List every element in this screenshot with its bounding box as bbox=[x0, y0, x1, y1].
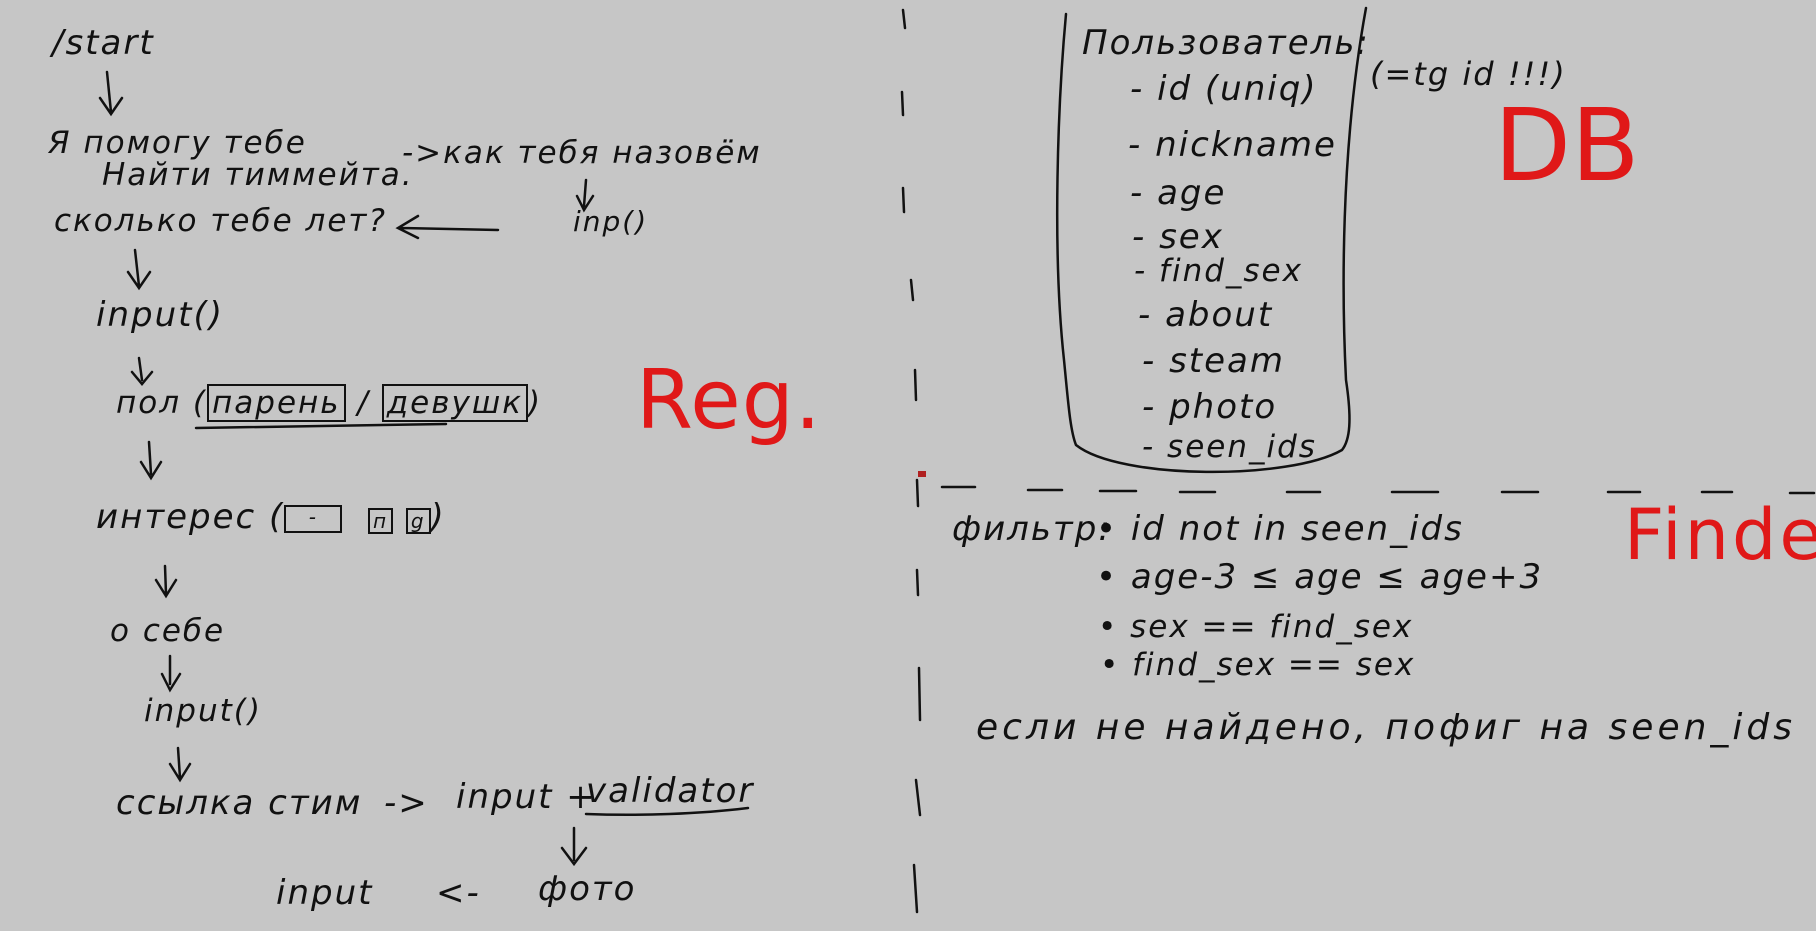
fallback-note: если не найдено, пофиг на seen_ids bbox=[976, 707, 1797, 748]
db-field-nickname: - nickname bbox=[1128, 125, 1337, 165]
ask-age: сколько тебе лет? bbox=[54, 203, 387, 239]
arrow-name-down bbox=[575, 178, 595, 213]
intro-line-2: Найти тиммейта. bbox=[102, 157, 414, 193]
inp-call: inp() bbox=[573, 205, 649, 238]
vertical-divider bbox=[900, 8, 922, 914]
arrow-start-down bbox=[98, 70, 124, 117]
filter-condition-4: • find_sex == sex bbox=[1100, 647, 1416, 683]
steam-link-label: ссылка стим bbox=[116, 783, 363, 823]
db-field-age: - age bbox=[1130, 173, 1227, 213]
filter-condition-1: • id not in seen_ids bbox=[1096, 509, 1464, 549]
about-label: о себе bbox=[110, 613, 226, 649]
filter-label: фильтр: bbox=[952, 509, 1112, 549]
arrow-gender-down bbox=[139, 440, 163, 481]
red-marker bbox=[918, 471, 926, 477]
gender-option-male: парень bbox=[207, 384, 346, 423]
gender-frame-bottom bbox=[194, 422, 448, 430]
arrow-interest-down bbox=[154, 564, 178, 599]
db-field-find-sex: - find_sex bbox=[1134, 253, 1303, 289]
gender-row: пол (парень / девушк) bbox=[116, 384, 543, 423]
gender-close: ) bbox=[527, 385, 543, 421]
arrow-age-down bbox=[126, 248, 152, 291]
ask-name: ->как тебя назовём bbox=[402, 135, 762, 171]
db-field-id: - id (uniq) bbox=[1130, 69, 1318, 109]
input-plus: input + bbox=[456, 777, 597, 817]
arrow-input2-down bbox=[168, 746, 192, 783]
gender-option-female: девушк bbox=[381, 384, 528, 423]
gender-label: пол ( bbox=[116, 385, 207, 421]
validator-label: validator bbox=[586, 771, 755, 811]
input-photo: input bbox=[276, 873, 374, 913]
arrow-about-down bbox=[160, 654, 182, 693]
db-id-note: (=tg id !!!) bbox=[1370, 55, 1567, 93]
db-field-steam: - steam bbox=[1142, 341, 1285, 381]
interest-close: ) bbox=[430, 497, 446, 537]
db-field-sex: - sex bbox=[1132, 217, 1224, 257]
arrow-validator-down bbox=[560, 826, 588, 867]
db-section-title: DB bbox=[1494, 87, 1640, 204]
validator-underline bbox=[584, 806, 750, 816]
input-about: input() bbox=[144, 693, 262, 729]
db-cylinder bbox=[1055, 6, 1368, 474]
filter-condition-2: • age-3 ≤ age ≤ age+3 bbox=[1096, 557, 1544, 597]
photo-label: фото bbox=[538, 869, 637, 909]
intro-line-1: Я помогу тебе bbox=[48, 125, 307, 161]
interest-option-3: g bbox=[405, 508, 431, 534]
interest-row: интерес (- п g) bbox=[96, 500, 446, 534]
reg-section-title: Reg. bbox=[636, 353, 822, 448]
interest-option-1: - bbox=[284, 504, 343, 533]
db-field-seen-ids: - seen_ids bbox=[1142, 429, 1317, 465]
input-age: input() bbox=[96, 295, 224, 335]
arrow-input-down bbox=[130, 356, 154, 386]
db-field-about: - about bbox=[1138, 295, 1274, 335]
db-field-photo: - photo bbox=[1142, 387, 1278, 427]
steam-arrow: -> bbox=[384, 783, 429, 823]
photo-arrow: <- bbox=[436, 873, 481, 913]
interest-label: интерес ( bbox=[96, 497, 285, 537]
arrow-name-to-age bbox=[395, 214, 500, 240]
filter-condition-3: • sex == find_sex bbox=[1098, 609, 1414, 645]
start-command: /start bbox=[52, 23, 155, 63]
interest-option-2: п bbox=[367, 508, 394, 534]
horizontal-divider bbox=[940, 485, 1816, 495]
finder-section-title: Finder bbox=[1624, 494, 1816, 576]
db-header: Пользователь: bbox=[1082, 23, 1370, 63]
